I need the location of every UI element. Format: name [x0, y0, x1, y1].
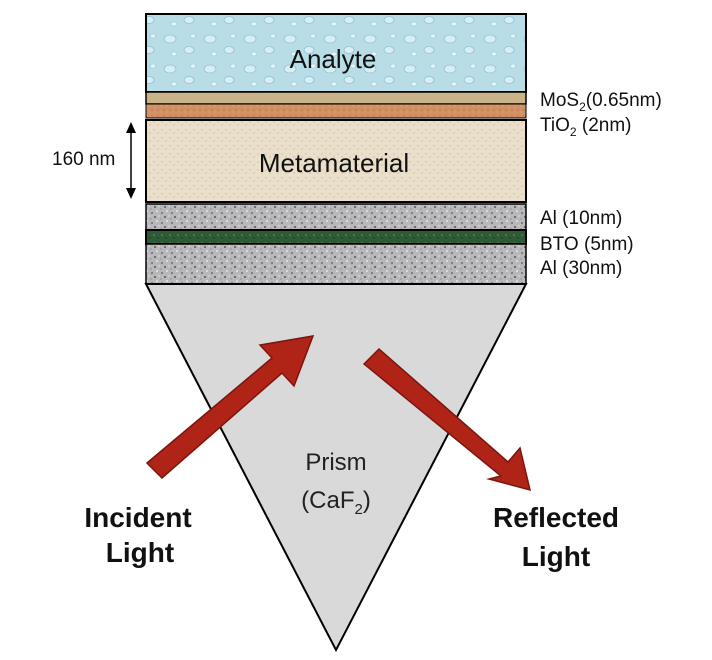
al-top-label: Al (10nm)	[540, 208, 622, 229]
mos2-label-rest: (0.65nm)	[586, 90, 662, 111]
bto-label: BTO (5nm)	[540, 234, 634, 255]
tio2-label-rest: (2nm)	[577, 115, 632, 136]
metamaterial-layer	[145, 119, 527, 203]
prism-label-sub: 2	[355, 501, 363, 518]
al-bottom-label: Al (30nm)	[540, 258, 622, 279]
mos2-layer	[145, 91, 527, 105]
reflected-arrow-icon	[362, 347, 532, 492]
al-bottom-layer	[145, 243, 527, 285]
metamaterial-label: Metamaterial	[259, 148, 409, 178]
analyte-layer	[145, 13, 527, 93]
incident-label-line2: Light	[106, 537, 174, 568]
thickness-dimension	[126, 122, 136, 199]
dimension-arrow-down-icon	[126, 188, 136, 199]
dimension-arrow-up-icon	[126, 122, 136, 133]
prism-label-line2: (CaF2)	[301, 487, 371, 518]
reflected-label-line1: Reflected	[493, 502, 619, 533]
mos2-label-main: MoS	[540, 90, 579, 111]
tio2-label-main: TiO	[540, 115, 570, 136]
incident-arrow-icon	[145, 335, 315, 480]
tio2-layer	[145, 103, 527, 119]
tio2-label-sub: 2	[570, 125, 577, 139]
mos2-label-sub: 2	[579, 100, 586, 114]
prism-label-line1: Prism	[305, 449, 366, 476]
dimension-label: 160 nm	[52, 149, 115, 170]
prism-label-main: (CaF	[301, 487, 354, 514]
analyte-label: Analyte	[290, 44, 377, 74]
mos2-label: MoS2(0.65nm)	[540, 90, 662, 114]
al-top-layer	[145, 203, 527, 231]
prism-label-end: )	[363, 487, 371, 514]
incident-label-line1: Incident	[84, 502, 191, 533]
reflected-label-line2: Light	[522, 541, 590, 572]
tio2-label: TiO2 (2nm)	[540, 115, 632, 139]
bto-layer	[145, 229, 527, 245]
prism	[144, 283, 528, 653]
